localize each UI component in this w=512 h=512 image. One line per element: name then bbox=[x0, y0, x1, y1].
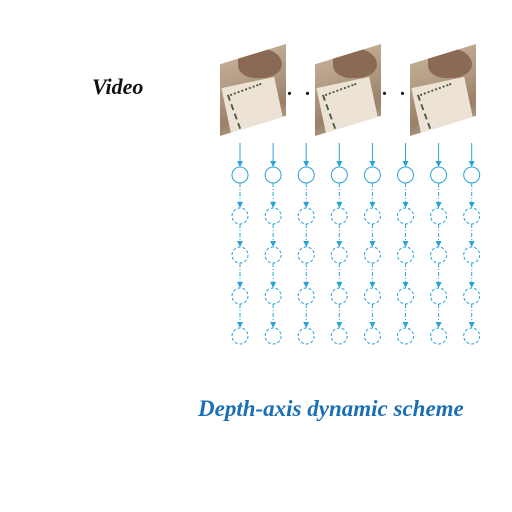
grid-node-dashed bbox=[231, 287, 249, 305]
grid-node-dashed bbox=[430, 287, 448, 305]
grid-node-dashed bbox=[264, 287, 282, 305]
grid-node-dashed bbox=[231, 327, 249, 345]
grid-node bbox=[397, 166, 414, 184]
grid-node-dashed bbox=[397, 327, 414, 345]
ellipsis-2: . . bbox=[382, 78, 409, 100]
grid-node-dashed bbox=[264, 246, 282, 264]
grid-node-dashed bbox=[231, 207, 249, 225]
grid-node-dashed bbox=[330, 246, 348, 264]
grid-node-dashed bbox=[430, 207, 448, 225]
grid-node-dashed bbox=[363, 246, 381, 264]
grid-node-dashed bbox=[463, 246, 481, 264]
grid-node-dashed bbox=[297, 327, 315, 345]
grid-node-dashed bbox=[297, 207, 315, 225]
grid-node-dashed bbox=[330, 327, 348, 345]
grid-node-dashed bbox=[264, 207, 282, 225]
grid-node-dashed bbox=[231, 246, 249, 264]
grid-node-dashed bbox=[297, 287, 315, 305]
grid-node-dashed bbox=[463, 287, 481, 305]
grid-node-dashed bbox=[330, 287, 348, 305]
grid-node-dashed bbox=[297, 246, 315, 264]
grid-node bbox=[430, 166, 448, 184]
grid-node-dashed bbox=[330, 207, 348, 225]
grid-node-dashed bbox=[397, 207, 414, 225]
grid-node-dashed bbox=[463, 207, 481, 225]
grid-node-dashed bbox=[363, 327, 381, 345]
scheme-label: Depth-axis dynamic scheme bbox=[198, 396, 464, 421]
video-label: Video bbox=[92, 74, 144, 99]
grid-node-dashed bbox=[264, 327, 282, 345]
grid-node bbox=[231, 166, 249, 184]
grid-node-dashed bbox=[363, 287, 381, 305]
grid-node bbox=[330, 166, 348, 184]
grid-node-dashed bbox=[430, 327, 448, 345]
grid-node bbox=[363, 166, 381, 184]
grid-node-dashed bbox=[463, 327, 481, 345]
grid-node bbox=[463, 166, 481, 184]
ellipsis-1: . . bbox=[287, 78, 314, 100]
grid-node-dashed bbox=[397, 287, 414, 305]
grid-node-dashed bbox=[430, 246, 448, 264]
grid-node bbox=[297, 166, 315, 184]
grid-node-dashed bbox=[397, 246, 414, 264]
grid-node bbox=[264, 166, 282, 184]
grid-node-dashed bbox=[363, 207, 381, 225]
